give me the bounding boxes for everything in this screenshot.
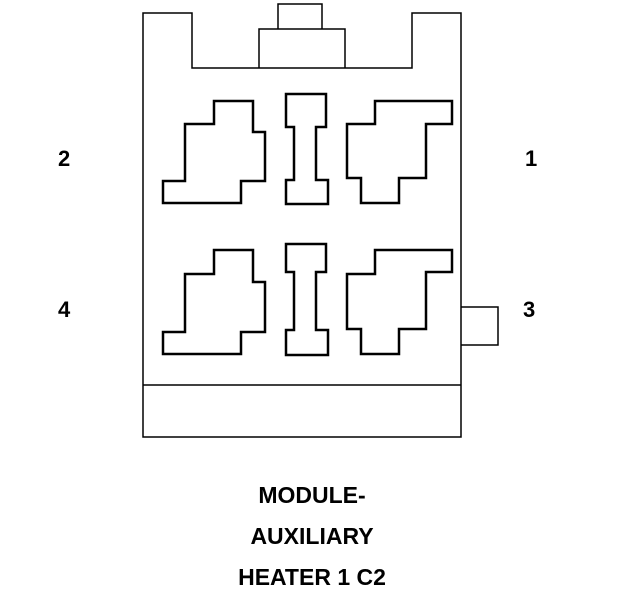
caption-line-2: AUXILIARY bbox=[250, 523, 374, 549]
center-separator-upper bbox=[284, 92, 330, 206]
pin-label-3: 3 bbox=[523, 297, 536, 322]
caption-line-3: HEATER 1 C2 bbox=[238, 564, 386, 590]
locking-tab-top bbox=[277, 3, 323, 29]
pin-label-1: 1 bbox=[525, 146, 538, 171]
pin-label-4: 4 bbox=[58, 297, 71, 322]
cavity-pin-1 bbox=[345, 99, 454, 205]
cavity-pin-3 bbox=[345, 248, 454, 356]
cavity-pin-4 bbox=[161, 248, 267, 356]
connector-housing bbox=[142, 12, 462, 438]
caption-line-1: MODULE- bbox=[258, 482, 366, 508]
center-separator-lower bbox=[284, 242, 330, 357]
side-latch bbox=[461, 306, 499, 346]
pin-label-2: 2 bbox=[58, 146, 71, 171]
locking-tab bbox=[258, 28, 346, 68]
cavity-pin-2 bbox=[161, 99, 267, 205]
connector-caption: MODULE- AUXILIARY HEATER 1 C2 bbox=[112, 484, 512, 607]
